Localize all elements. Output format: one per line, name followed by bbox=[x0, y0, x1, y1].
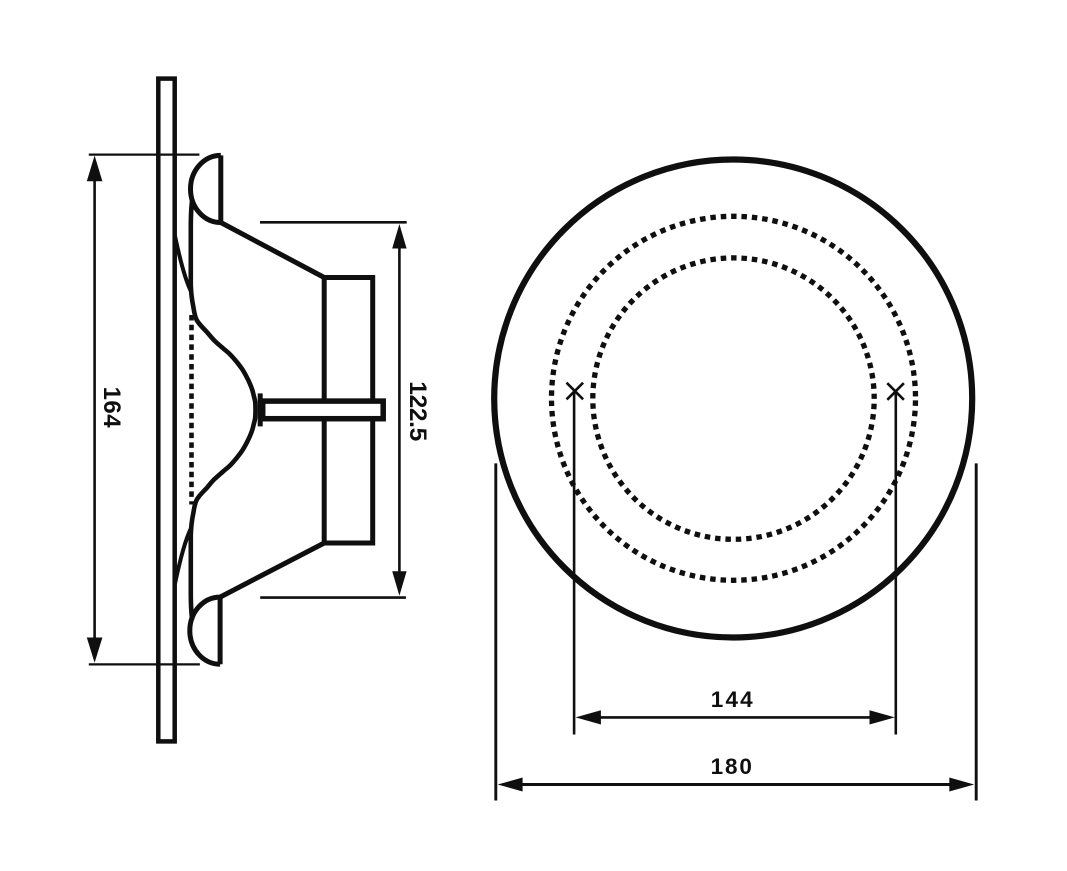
svg-text:164: 164 bbox=[98, 387, 125, 429]
svg-text:144: 144 bbox=[711, 687, 753, 712]
svg-text:180: 180 bbox=[711, 754, 752, 779]
svg-text:122.5: 122.5 bbox=[404, 381, 431, 441]
